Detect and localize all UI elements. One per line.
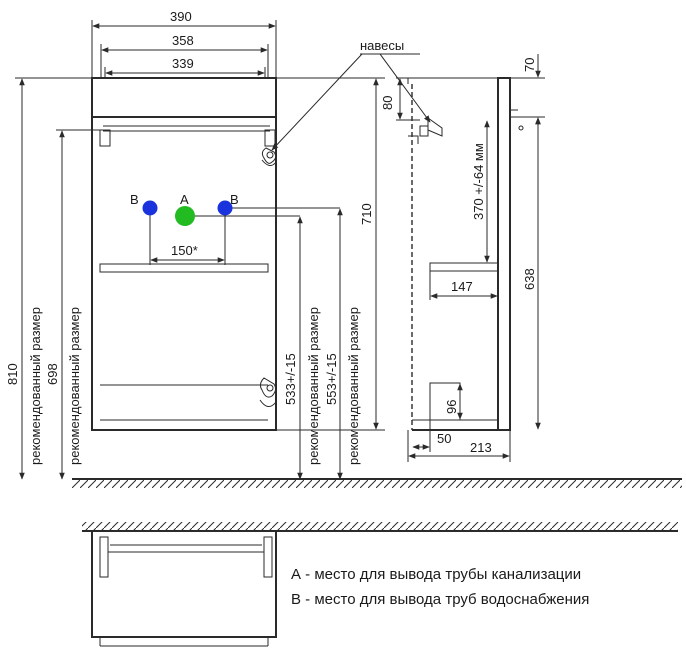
floor-line — [72, 478, 682, 488]
dim-pipe-height-1: 533+/-15 — [283, 353, 298, 405]
sink-top — [91, 77, 277, 118]
upper-hinge-icon — [261, 147, 277, 166]
label-a: A — [180, 192, 189, 207]
label-hinges: навесы — [360, 38, 404, 53]
label-recommended-1: рекомендованный размер — [28, 307, 43, 465]
label-recommended-4: рекомендованный размер — [346, 307, 361, 465]
dim-height-710: 710 — [359, 203, 374, 225]
label-recommended-3: рекомендованный размер — [306, 307, 321, 465]
dim-inner-width: 339 — [172, 56, 194, 71]
dim-depth: 213 — [470, 440, 492, 455]
label-recommended-2: рекомендованный размер — [67, 307, 82, 465]
water-outlet-right-icon — [217, 200, 233, 216]
dim-total-width: 390 — [170, 9, 192, 24]
dim-shelf-depth: 147 — [451, 279, 473, 294]
top-view — [82, 522, 678, 647]
dim-hinge-offset: 370 +/-64 мм — [471, 143, 486, 220]
cabinet-body — [91, 116, 277, 431]
lower-hinge-icon — [259, 377, 277, 407]
dim-height-638: 638 — [522, 268, 537, 290]
top-view-cabinet — [91, 530, 277, 638]
shelf — [99, 263, 269, 273]
legend-sewer: А - место для вывода трубы канализации — [291, 566, 582, 583]
side-hinge-icon — [408, 117, 443, 144]
water-outlet-left-icon — [142, 200, 158, 216]
dim-outer-width: 358 — [172, 33, 194, 48]
dim-height-698: 698 — [45, 363, 60, 385]
sewer-outlet-icon — [175, 206, 195, 226]
label-b-right: B — [230, 192, 239, 207]
front-view: B A B 150* 390 358 339 810 рекомендованн… — [5, 9, 431, 480]
dim-plinth-depth: 50 — [437, 431, 451, 446]
hinge-mount-left — [99, 129, 111, 147]
dim-total-height: 810 — [5, 363, 20, 385]
dim-pipe-height-2: 553+/-15 — [324, 353, 339, 405]
side-panel — [497, 77, 511, 431]
dim-top-offset: 80 — [380, 96, 395, 110]
side-view: 70 80 370 +/-64 мм 638 147 96 50 213 — [380, 54, 545, 462]
legend-water: В - место для вывода труб водоснабжения — [291, 591, 590, 608]
hinge-mount-right — [264, 129, 276, 147]
dim-top-height: 70 — [522, 58, 537, 72]
dim-plinth-height: 96 — [444, 400, 459, 414]
label-b-left: B — [130, 192, 139, 207]
side-shelf — [429, 262, 499, 272]
dim-pipe-spacing: 150* — [171, 243, 198, 258]
